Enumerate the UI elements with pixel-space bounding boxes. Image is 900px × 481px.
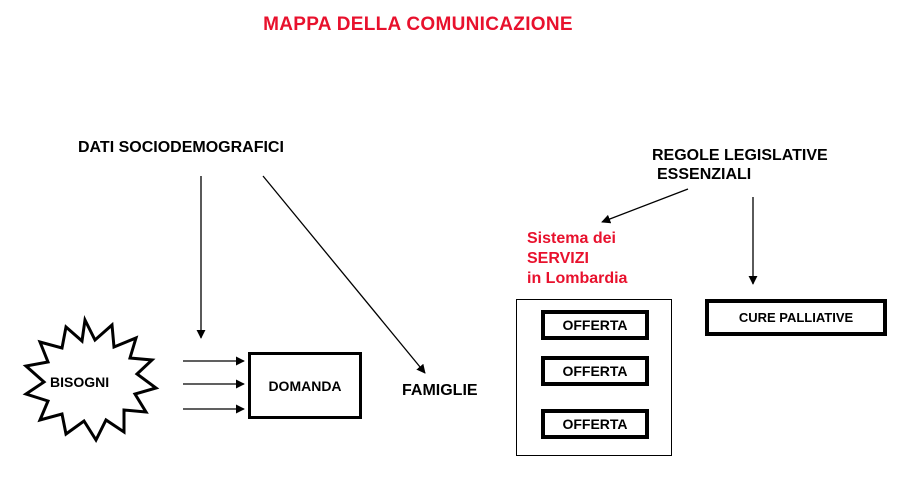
bisogni-starburst (22, 315, 160, 444)
node-regole-essenziali: ESSENZIALI (657, 166, 752, 183)
node-regole-legislative: REGOLE LEGISLATIVE (652, 147, 828, 164)
node-bisogni: BISOGNI (50, 374, 110, 390)
arrow-dati-to-famiglie (262, 175, 426, 374)
arrow-regole-to-sistema (601, 188, 689, 224)
node-offerta-1: OFFERTA (541, 310, 649, 340)
sistema-line-2: SERVIZI (527, 250, 589, 267)
page-title: MAPPA DELLA COMUNICAZIONE (263, 14, 573, 35)
node-dati-sociodemografici: DATI SOCIODEMOGRAFICI (78, 139, 284, 156)
sistema-line-3: in Lombardia (527, 270, 628, 287)
node-famiglie: FAMIGLIE (402, 382, 478, 399)
node-cure-palliative: CURE PALLIATIVE (705, 299, 887, 336)
node-offerta-3: OFFERTA (541, 409, 649, 439)
sistema-line-1: Sistema dei (527, 230, 616, 247)
node-sistema-servizi: Sistema dei SERVIZI in Lombardia (527, 229, 627, 289)
node-offerta-2: OFFERTA (541, 356, 649, 386)
node-domanda: DOMANDA (248, 352, 362, 419)
